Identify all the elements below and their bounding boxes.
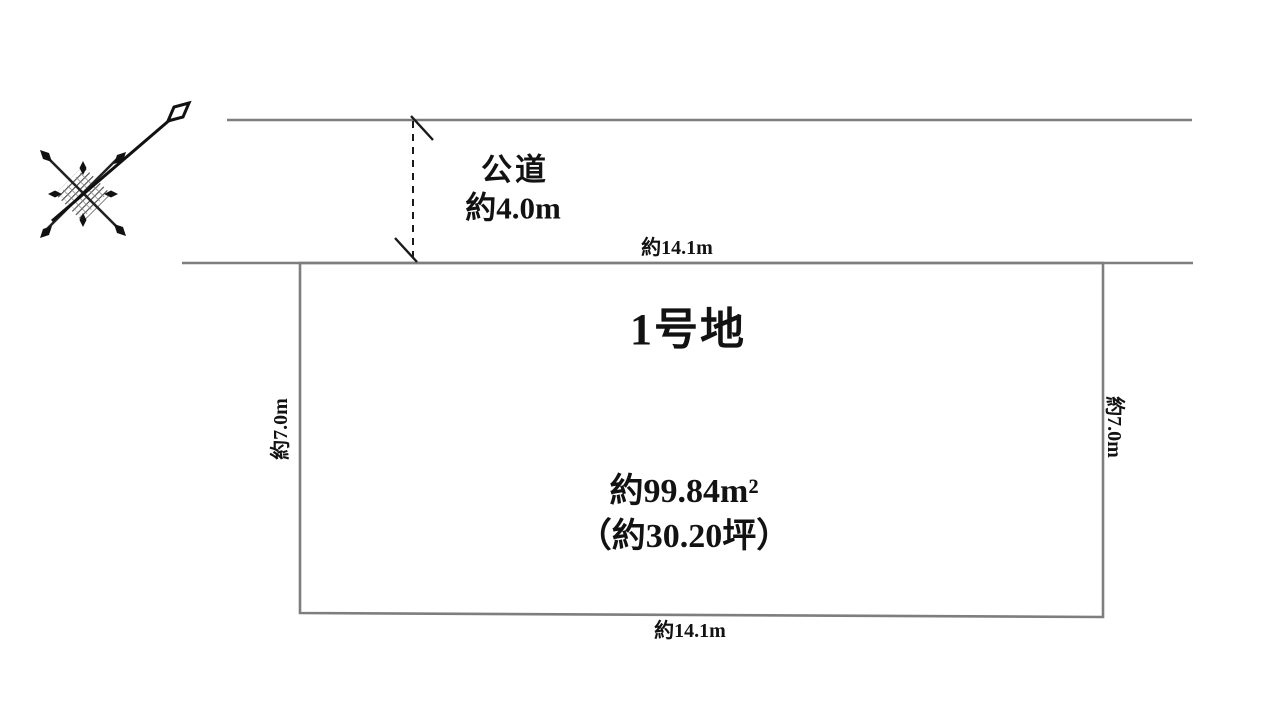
north-arrow-icon [40, 100, 192, 238]
road-name-label: 公道 [481, 152, 549, 188]
plot-dimension-bottom-label: 約14.1m [654, 620, 726, 642]
plot-area-sqm-label: 約99.84m² [609, 473, 759, 510]
plot-title: 1号地 [630, 305, 746, 354]
plot-area-tsubo-label: （約30.20坪） [577, 518, 791, 555]
plot-dimension-top-label: 約14.1m [641, 237, 713, 259]
plot-outline [298, 261, 1105, 619]
plot-dimension-right-label: 約7.0m [1103, 396, 1125, 458]
road-width-dimension-line [394, 115, 434, 263]
road-width-label: 約4.0m [465, 190, 561, 226]
plot-dimension-left-label: 約7.0m [270, 398, 292, 460]
